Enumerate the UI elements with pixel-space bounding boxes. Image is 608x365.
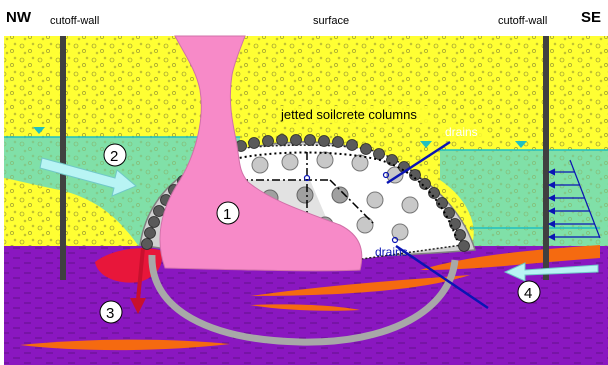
marker-2: 2 xyxy=(104,144,126,166)
cutoff-wall-right-label: cutoff-wall xyxy=(498,15,547,27)
drains-upper-label: drains xyxy=(445,125,478,139)
marker-1: 1 xyxy=(217,202,239,224)
cutoff-wall-right xyxy=(543,36,549,280)
marker-1-label: 1 xyxy=(223,206,231,223)
drains-upper-label-group: drains xyxy=(442,124,482,140)
drains-lower-label: drains xyxy=(375,245,408,259)
marker-4-label: 4 xyxy=(524,285,532,302)
nw-label: NW xyxy=(6,9,32,26)
soilcrete-label: jetted soilcrete columns xyxy=(280,107,417,122)
se-label: SE xyxy=(581,9,601,26)
marker-2-label: 2 xyxy=(110,148,118,165)
surface-label: surface xyxy=(313,15,349,27)
cutoff-wall-left xyxy=(60,36,66,280)
marker-3-label: 3 xyxy=(106,305,114,322)
cutoff-wall-left-label: cutoff-wall xyxy=(50,15,99,27)
marker-4: 4 xyxy=(518,281,540,303)
soilcrete-label-group: jetted soilcrete columns xyxy=(278,106,428,123)
marker-3: 3 xyxy=(100,301,122,323)
